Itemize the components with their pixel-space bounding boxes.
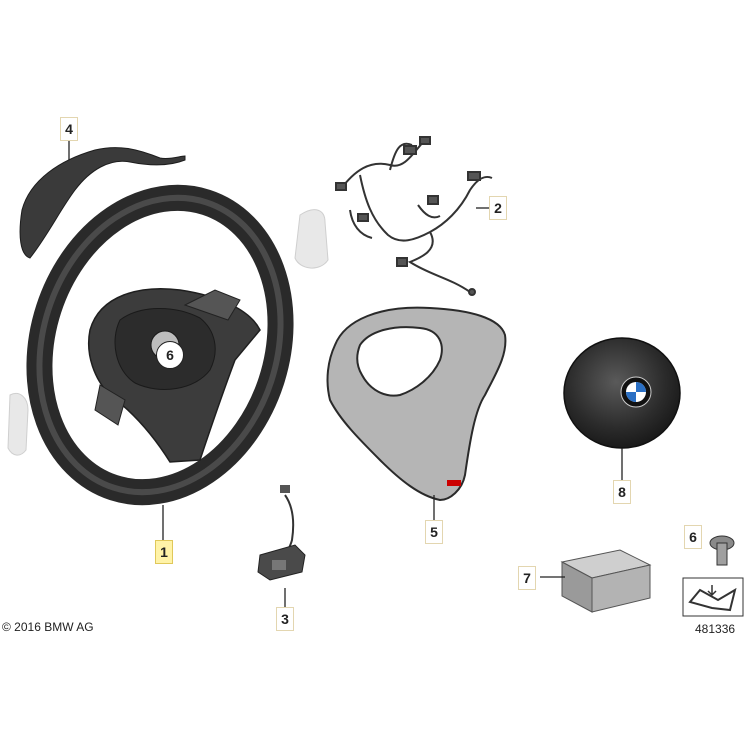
paddle-shifter-icon: [7, 393, 29, 456]
callout-1[interactable]: 1: [155, 540, 173, 564]
switch-connector-icon: [257, 485, 306, 581]
repair-kit-box-icon: [560, 549, 652, 613]
callout-3[interactable]: 3: [276, 607, 294, 631]
leader-lines: [68, 139, 623, 608]
diagram-number: 481336: [695, 622, 736, 636]
callout-2[interactable]: 2: [489, 196, 507, 220]
callout-5[interactable]: 5: [425, 520, 443, 544]
callout-6[interactable]: 6: [684, 525, 702, 549]
screw-arrow-symbol-icon: [682, 577, 744, 617]
callout-8[interactable]: 8: [613, 480, 631, 504]
steering-wheel-trim-icon: [326, 306, 507, 502]
callout-7[interactable]: 7: [518, 566, 536, 590]
copyright-text: © 2016 BMW AG: [2, 620, 94, 634]
paddle-shifter-icon: [294, 209, 329, 269]
wiring-harness-icon: [335, 136, 493, 296]
trim-cover-icon: [19, 147, 186, 259]
callout-6-circle[interactable]: 6: [156, 341, 184, 369]
bmw-logo-icon: [620, 376, 652, 408]
airbag-module-icon: [563, 337, 681, 449]
callout-4[interactable]: 4: [60, 117, 78, 141]
screw-icon: [709, 535, 735, 566]
